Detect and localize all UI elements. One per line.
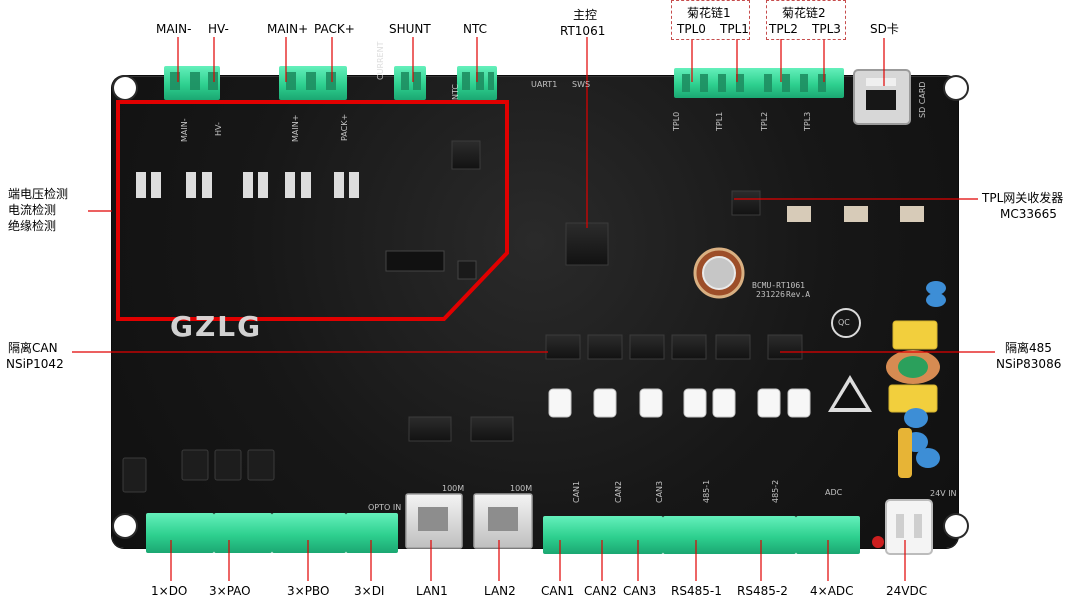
label-can1: CAN1	[541, 584, 575, 598]
silk-model: BCMU-RT1061	[752, 281, 805, 290]
rt1061-chip	[565, 222, 609, 266]
label-adc: 4×ADC	[810, 584, 854, 598]
silk-lan1-speed: 100M	[442, 484, 465, 493]
label-isolated-485-line1: 隔离485	[1005, 341, 1052, 355]
silk-sws: SWS	[572, 80, 591, 89]
silk-can2: CAN2	[614, 480, 623, 503]
silk-tpl3: TPL3	[803, 111, 812, 131]
label-tpl1: TPL1	[720, 22, 749, 36]
label-current-detect: 电流检测	[8, 203, 57, 217]
power-connector	[885, 499, 933, 555]
label-daisy-chain-2: 菊花链2	[782, 6, 826, 20]
label-can3: CAN3	[623, 584, 657, 598]
mount-hole-top-right	[945, 77, 967, 99]
silk-main-plus: MAIN+	[291, 114, 300, 142]
label-hv-minus: HV-	[208, 22, 229, 36]
label-tpl-gateway-line2: MC33665	[1000, 207, 1057, 221]
silk-date: 231226	[756, 290, 785, 299]
label-tpl0: TPL0	[677, 22, 706, 36]
measurement-highlight-region	[116, 100, 509, 321]
power-led-icon	[872, 536, 884, 548]
label-main-controller-line1: 主控	[573, 8, 598, 22]
silk-adc: ADC	[825, 488, 843, 497]
terminal-can-group	[543, 516, 663, 554]
label-can2: CAN2	[584, 584, 618, 598]
terminal-rs485-group	[663, 516, 796, 554]
label-tpl3: TPL3	[812, 22, 841, 36]
silk-opto-in: OPTO IN	[368, 503, 402, 512]
silk-can3: CAN3	[655, 480, 664, 503]
nsip83086-chip	[767, 334, 803, 360]
terminal-di	[346, 513, 398, 553]
silk-tpl1: TPL1	[715, 111, 724, 131]
label-pack-plus: PACK+	[314, 22, 355, 36]
label-main-controller-line2: RT1061	[560, 24, 606, 38]
label-pao: 3×PAO	[209, 584, 251, 598]
silk-revision: Rev.A	[786, 290, 811, 299]
daisy-chain-box-2	[766, 0, 846, 40]
silk-tpl2: TPL2	[760, 111, 769, 131]
terminal-shunt	[394, 66, 426, 100]
label-rs485-2: RS485-2	[737, 584, 788, 598]
label-tpl-gateway-line1: TPL网关收发器	[982, 191, 1064, 205]
silk-tpl0: TPL0	[672, 111, 681, 131]
label-isolated-can-line2: NSiP1042	[6, 357, 64, 371]
silk-current: CURRENT	[376, 41, 385, 80]
silk-hv-minus: HV-	[214, 122, 223, 136]
silk-can1: CAN1	[572, 480, 581, 503]
label-insulation-detect: 绝缘检测	[8, 219, 57, 233]
mount-hole-bottom-right	[945, 515, 967, 537]
label-main-plus: MAIN+	[267, 22, 309, 36]
silk-uart1: UART1	[531, 80, 558, 89]
label-lan1: LAN1	[416, 584, 448, 598]
label-main-minus: MAIN-	[156, 22, 192, 36]
silk-main-minus: MAIN-	[180, 118, 189, 142]
daisy-chain-box-1	[671, 0, 750, 40]
silk-lan2-speed: 100M	[510, 484, 533, 493]
yellow-capacitor-2	[888, 384, 938, 413]
label-lan2: LAN2	[484, 584, 516, 598]
terminal-adc	[796, 516, 860, 554]
label-daisy-chain-1: 菊花链1	[687, 6, 731, 20]
label-sd-card: SD卡	[870, 22, 899, 36]
silk-qc: QC	[838, 318, 850, 327]
label-cell-voltage-detect: 端电压检测	[8, 187, 69, 201]
silk-pack-plus: PACK+	[340, 113, 349, 141]
label-isolated-can-line1: 隔离CAN	[8, 341, 58, 355]
silk-sd-card: SD CARD	[918, 81, 927, 118]
label-tpl2: TPL2	[769, 22, 798, 36]
silk-rs485-2: 485-2	[771, 479, 780, 503]
label-24vdc: 24VDC	[886, 584, 928, 598]
mount-hole-top-left	[114, 77, 136, 99]
terminal-do	[146, 513, 214, 553]
silk-24v-in: 24V IN	[930, 489, 957, 498]
yellow-capacitor-1	[892, 320, 938, 350]
brand-logo: GZLG	[170, 310, 263, 343]
terminal-pbo	[272, 513, 346, 553]
label-pbo: 3×PBO	[287, 584, 330, 598]
qc-mark	[831, 308, 861, 338]
silk-ntc: NTC	[451, 84, 460, 100]
label-di: 3×DI	[354, 584, 385, 598]
label-shunt: SHUNT	[389, 22, 431, 36]
mount-hole-bottom-left	[114, 515, 136, 537]
terminal-pao	[214, 513, 272, 553]
label-isolated-485-line2: NSiP83086	[996, 357, 1062, 371]
silk-rs485-1: 485-1	[702, 479, 711, 503]
label-ntc: NTC	[463, 22, 487, 36]
label-do: 1×DO	[151, 584, 188, 598]
label-rs485-1: RS485-1	[671, 584, 722, 598]
mc33665-chip	[731, 190, 761, 216]
